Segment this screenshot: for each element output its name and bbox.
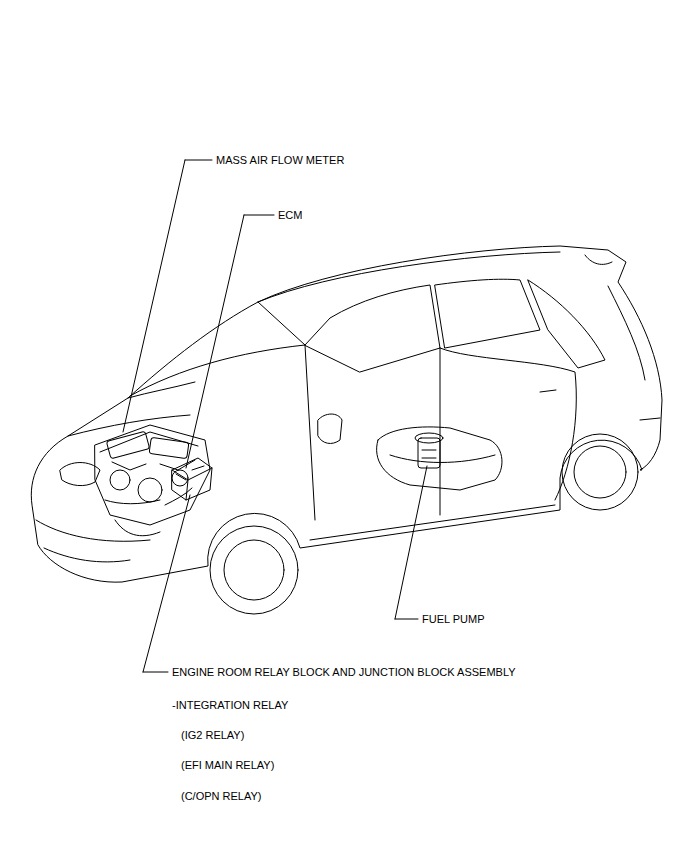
headlight bbox=[60, 463, 100, 486]
sill bbox=[310, 505, 555, 540]
part-label: ECM bbox=[277, 209, 303, 222]
quarter-window bbox=[528, 280, 605, 368]
relay-label: (EFI MAIN RELAY) bbox=[180, 759, 275, 772]
rear-door bbox=[440, 348, 576, 500]
windshield-base bbox=[128, 382, 195, 398]
part-label: FUEL PUMP bbox=[421, 613, 486, 626]
mirror bbox=[318, 414, 342, 443]
rear-wheel bbox=[562, 434, 638, 510]
relay-label: (C/OPN RELAY) bbox=[180, 790, 262, 803]
rear-window bbox=[608, 286, 645, 380]
front-rim bbox=[224, 540, 284, 600]
part-label: MASS AIR FLOW METER bbox=[215, 154, 345, 167]
rear-rim bbox=[574, 446, 626, 498]
sub-part-label: -INTEGRATION RELAY bbox=[171, 699, 289, 712]
ecm-and-relay-block bbox=[172, 458, 212, 500]
front-window bbox=[305, 285, 440, 372]
car-body bbox=[31, 246, 662, 582]
front-door bbox=[305, 345, 440, 520]
part-label: ENGINE ROOM RELAY BLOCK AND JUNCTION BLO… bbox=[171, 666, 517, 679]
door-handle bbox=[540, 390, 556, 392]
leader-line bbox=[123, 160, 212, 432]
relay-label: (IG2 RELAY) bbox=[180, 729, 245, 742]
leader-line bbox=[186, 215, 274, 468]
tail bbox=[585, 255, 660, 420]
leader-lines bbox=[123, 160, 427, 672]
front-wheel bbox=[210, 526, 298, 614]
roof-line bbox=[258, 252, 560, 302]
rear-door-window bbox=[435, 279, 540, 348]
leader-line bbox=[143, 495, 190, 672]
leader-line bbox=[395, 466, 427, 619]
engine bbox=[95, 425, 210, 536]
windshield bbox=[130, 302, 305, 396]
fuel-tank bbox=[377, 427, 502, 490]
front-bumper bbox=[36, 520, 150, 562]
